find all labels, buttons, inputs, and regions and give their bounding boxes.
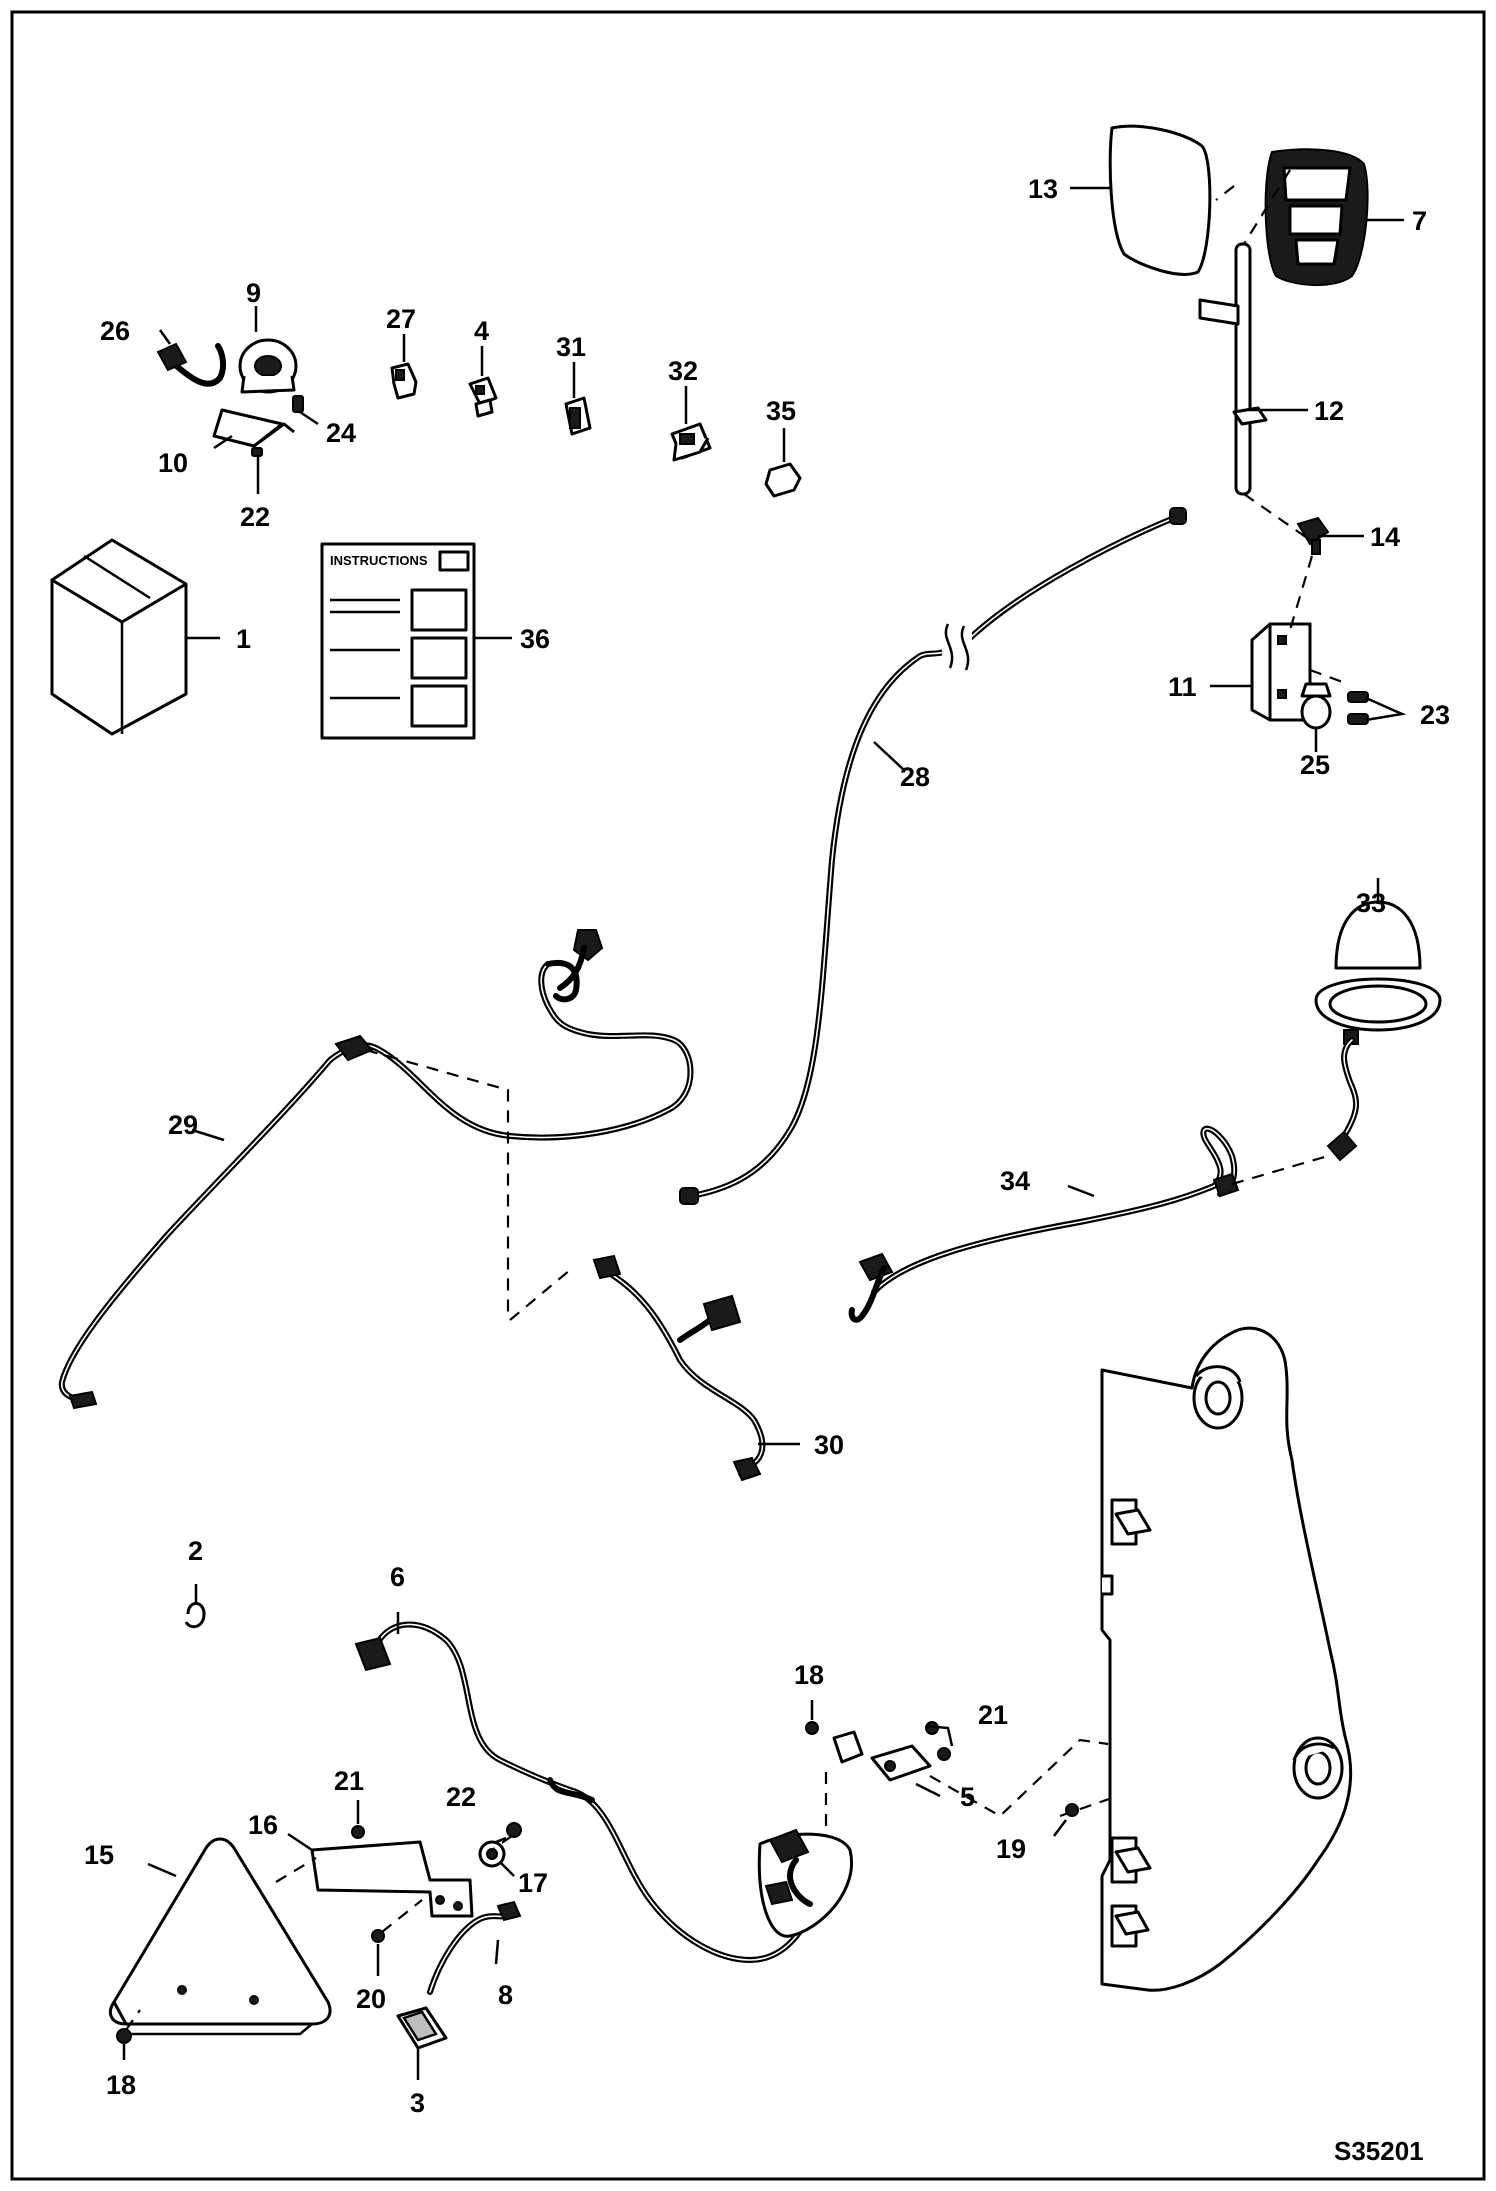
part-32-switch: [670, 422, 712, 462]
callout-18-bottom: 18: [106, 2070, 136, 2100]
mirror-dash-1: [1215, 185, 1235, 201]
part-28-harness: [679, 507, 1187, 1205]
callout-2: 2: [188, 1536, 203, 1566]
part-29-harness: [58, 929, 694, 1410]
callout-15: 15: [84, 1840, 114, 1870]
part-30-harness: [592, 1254, 766, 1482]
callout-35: 35: [766, 396, 796, 426]
callout-5: 5: [960, 1782, 975, 1812]
part-18-screw-bottom: [116, 2028, 132, 2044]
mirror-dash-3: [1243, 493, 1311, 541]
callout-33: 33: [1356, 888, 1386, 918]
callout-26: 26: [100, 316, 130, 346]
part-19-screw: [1065, 1803, 1079, 1817]
part-16-bracket: [310, 1840, 474, 1918]
part-5-bracket: [832, 1730, 932, 1782]
callout-10: 10: [158, 448, 188, 478]
part-31-switch: [564, 396, 592, 436]
smv-dash-1: [275, 1857, 317, 1883]
callout-13: 13: [1028, 174, 1058, 204]
part-15-smv-sign: [109, 1837, 332, 2036]
fender-panel: [1100, 1326, 1353, 1992]
callout-16: 16: [248, 1810, 278, 1840]
callout-17: 17: [518, 1868, 548, 1898]
callout-23: 23: [1420, 700, 1450, 730]
part-14-knob: [1296, 516, 1330, 555]
part-23-screws: [1347, 691, 1369, 725]
beacon-dash: [1231, 1154, 1329, 1186]
callout-20: 20: [356, 1984, 386, 2014]
callout-29: 29: [168, 1110, 198, 1140]
callout-12: 12: [1314, 396, 1344, 426]
callout-32: 32: [668, 356, 698, 386]
callout-27: 27: [386, 304, 416, 334]
mirror-dash-2: [1243, 169, 1291, 245]
smv-dash-2: [125, 2009, 141, 2031]
callout-21-center: 21: [978, 1700, 1008, 1730]
callout-14: 14: [1370, 522, 1400, 552]
part-12-mirror-arm: [1198, 242, 1268, 496]
callout-34: 34: [1000, 1166, 1030, 1196]
part-17-knob: [478, 1840, 506, 1868]
part-33-beacon: [1314, 900, 1442, 1045]
part-13-mirror-glass: [1108, 124, 1212, 276]
callout-24: 24: [326, 418, 356, 448]
part-11-mount-bracket: [1250, 622, 1312, 722]
part-20-screw: [371, 1929, 385, 1943]
callout-11: 11: [1168, 672, 1197, 702]
leader-lines: [122, 186, 1407, 2080]
smv-dash-4: [493, 1835, 513, 1849]
callout-21-left: 21: [334, 1766, 364, 1796]
callout-19: 19: [996, 1834, 1026, 1864]
callout-labels: 1 36 13 7 12 14 11 23 25 9 26 24 10 22 2…: [84, 174, 1450, 2118]
part-8-wire: [427, 1900, 522, 1995]
part-24-screw: [292, 395, 304, 413]
part-3-light: [396, 2006, 448, 2050]
part-22-nut: [506, 1822, 522, 1838]
callout-7: 7: [1412, 206, 1427, 236]
part-36-instructions-sheet: INSTRUCTIONS: [320, 542, 476, 740]
figure-code: S35201: [1334, 2136, 1424, 2166]
part-25-mount-knob: [1300, 682, 1332, 730]
callout-4: 4: [474, 316, 489, 346]
part-18-screw-center: [805, 1721, 819, 1735]
callout-22: 22: [446, 1782, 476, 1812]
callout-22-top: 22: [240, 502, 270, 532]
part-21-nut-left: [351, 1825, 365, 1839]
callout-25: 25: [1300, 750, 1330, 780]
callout-28: 28: [900, 762, 930, 792]
callout-6: 6: [390, 1562, 405, 1592]
part-1-box: [50, 538, 188, 736]
part-35-plug: [764, 462, 802, 498]
part-34-harness: [848, 1037, 1359, 1323]
callout-31: 31: [556, 332, 586, 362]
part-2-clip: [184, 1602, 206, 1629]
part-21-nuts-center: [925, 1721, 951, 1761]
part-9-horn: [238, 338, 298, 394]
smv-dash-3: [381, 1899, 423, 1933]
instructions-heading: INSTRUCTIONS: [330, 553, 428, 568]
callout-18-center: 18: [794, 1660, 824, 1690]
harness-dash-vertical: [365, 1048, 510, 1320]
harness-dash-diag: [509, 1269, 571, 1321]
callout-36: 36: [520, 624, 550, 654]
part-6-harness: [354, 1621, 853, 1963]
callout-3: 3: [410, 2088, 425, 2118]
diagram-border: [10, 10, 1486, 2181]
callout-8: 8: [498, 1980, 513, 2010]
center-dash-2: [929, 1738, 1109, 1818]
part-4-switch: [468, 376, 498, 418]
mirror-dash-5: [1309, 668, 1349, 686]
callout-1: 1: [236, 624, 251, 654]
part-27-switch: [390, 362, 418, 400]
mirror-dash-4: [1288, 555, 1314, 631]
part-26-connector: [156, 342, 227, 387]
part-7-mirror-housing: [1264, 148, 1369, 286]
callout-9: 9: [246, 278, 261, 308]
part-22-nut-top: [251, 447, 263, 457]
callout-30: 30: [814, 1430, 844, 1460]
